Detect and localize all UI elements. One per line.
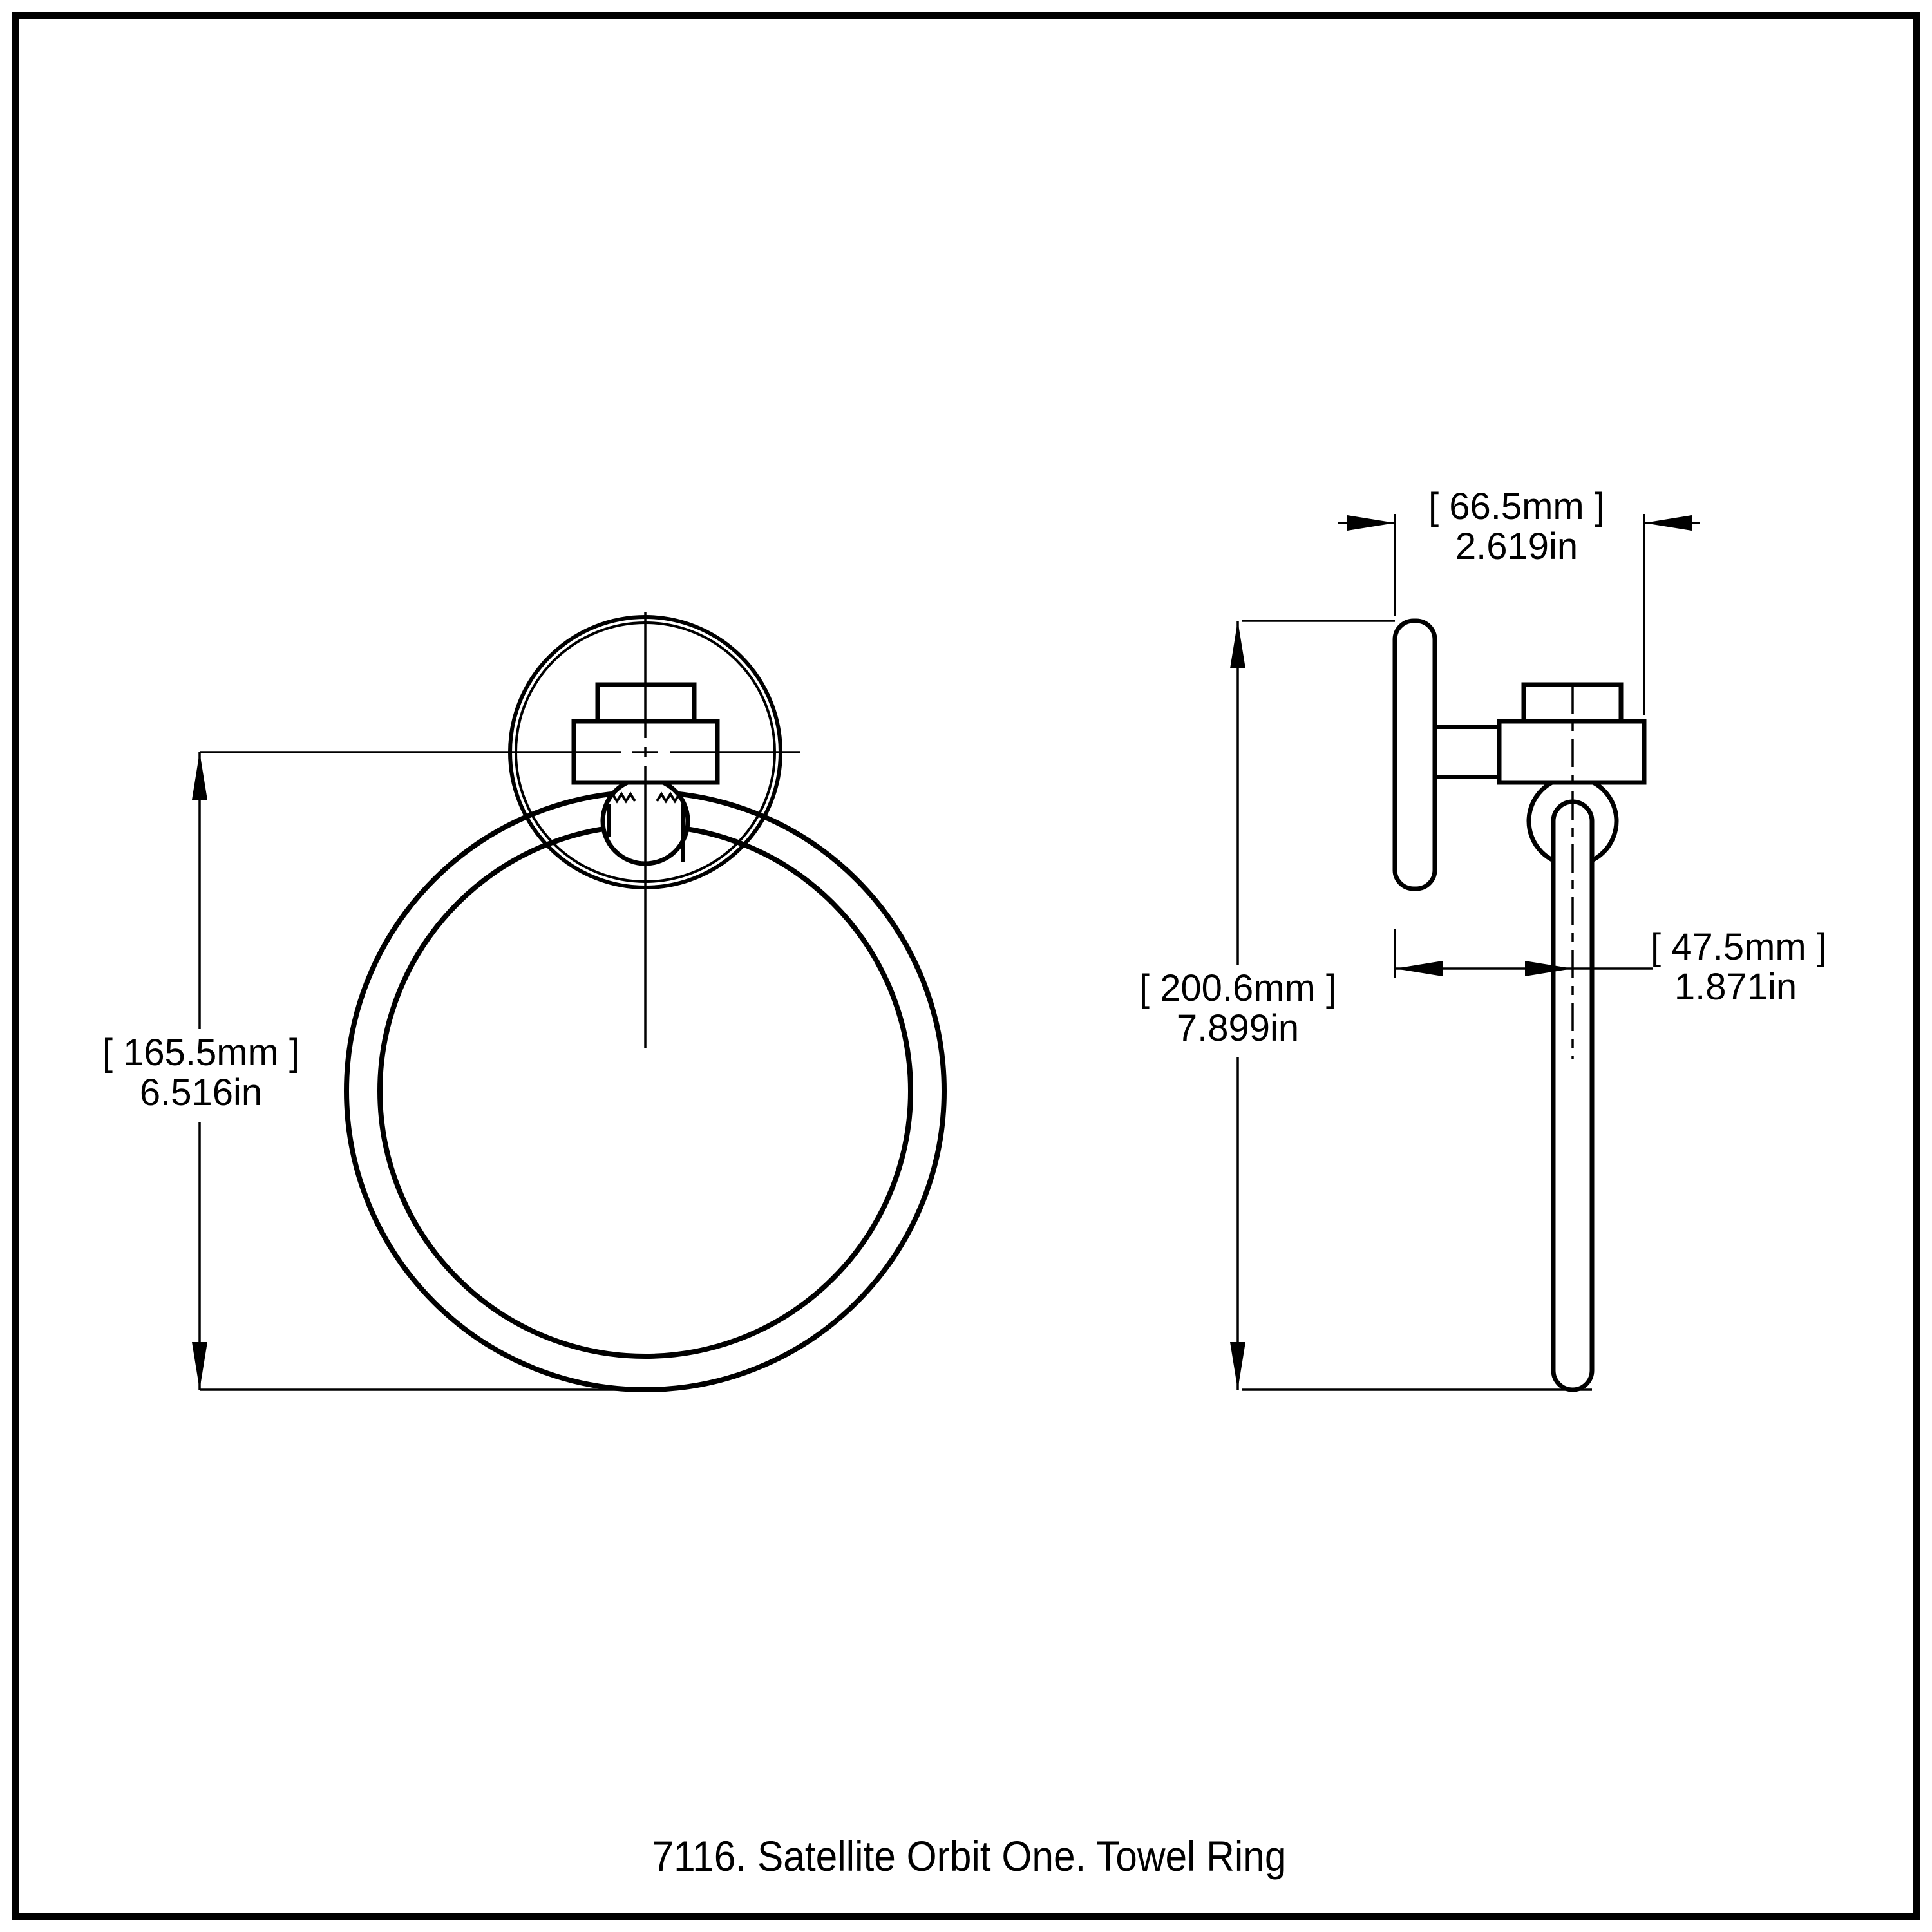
drawing-caption: 7116. Satellite Orbit One. Towel Ring [652,1832,1287,1880]
towel-ring-side-capsule [1551,799,1595,1392]
front-centerlines [200,612,800,1048]
arrowhead-down-icon [192,1342,207,1390]
arrowhead-up-icon [192,752,207,800]
front-height-label-metric: [ 165.5mm ] [102,1032,299,1074]
front-height-dimension: [ 165.5mm ] 6.516in [102,752,645,1391]
front-view: [ 165.5mm ] 6.516in [102,612,947,1392]
arrowhead-down-icon [1230,1342,1245,1390]
wall-to-ring-label-metric: [ 47.5mm ] [1651,926,1827,968]
arrowhead-left-icon [1644,515,1692,531]
wall-to-ring-label-imperial: 1.871in [1674,966,1797,1008]
side-height-label-metric: [ 200.6mm ] [1139,967,1336,1009]
side-wall-to-ring-dimension: [ 47.5mm ] 1.871in [1394,926,1827,1008]
hatch-squiggle-right [656,791,685,804]
hatch-squiggle-left [607,791,636,804]
wall-plate-side [1392,618,1437,891]
projection-label-metric: [ 66.5mm ] [1428,486,1605,527]
side-height-label-imperial: 7.899in [1177,1007,1299,1049]
side-projection-dimension: [ 66.5mm ] 2.619in [1338,486,1700,715]
arrowhead-left-icon [1395,961,1443,976]
arrowhead-right-icon [1347,515,1395,531]
arrowhead-right-icon [1525,961,1573,976]
side-view: [ 66.5mm ] 2.619in [ 200.6mm ] 7.899in [… [1139,486,1827,1392]
drawing-frame-border [12,12,1920,1920]
arrowhead-up-icon [1230,621,1245,668]
front-height-label-imperial: 6.516in [140,1072,262,1113]
side-height-dimension: [ 200.6mm ] 7.899in [1139,620,1592,1391]
support-arm-side [1433,725,1501,779]
projection-label-imperial: 2.619in [1455,526,1578,567]
